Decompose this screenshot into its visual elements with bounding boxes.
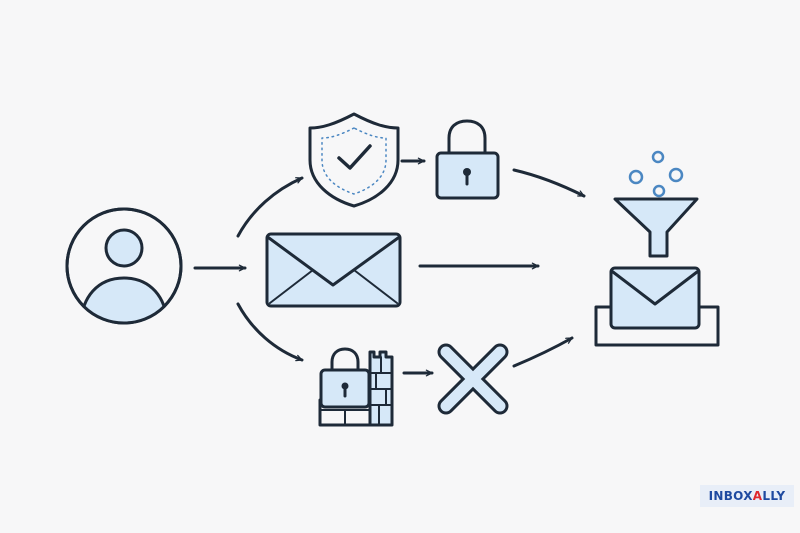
inbox-tray-icon [594, 266, 720, 347]
bubble [628, 169, 644, 185]
connector-arrows [193, 157, 586, 377]
bubble [668, 167, 684, 183]
arrow-blocked-to-inbox [512, 336, 574, 368]
bubble [652, 184, 666, 198]
user-avatar-icon [65, 207, 183, 325]
shield-check-icon [308, 112, 400, 208]
funnel-icon [613, 150, 699, 258]
arrow-user-to-shield [236, 176, 304, 238]
logo-text-part1: INBOX [708, 489, 753, 503]
bubble [651, 150, 665, 164]
logo-text-part2: A [752, 489, 763, 503]
arrow-user-to-firewall [236, 302, 304, 362]
padlock-icon [435, 119, 500, 200]
x-mark-icon [437, 343, 509, 415]
logo-text-part3: LLY [762, 489, 786, 503]
firewall-lock-icon [318, 347, 394, 427]
arrow-lock-to-filter [512, 168, 586, 198]
envelope-icon [265, 232, 402, 308]
